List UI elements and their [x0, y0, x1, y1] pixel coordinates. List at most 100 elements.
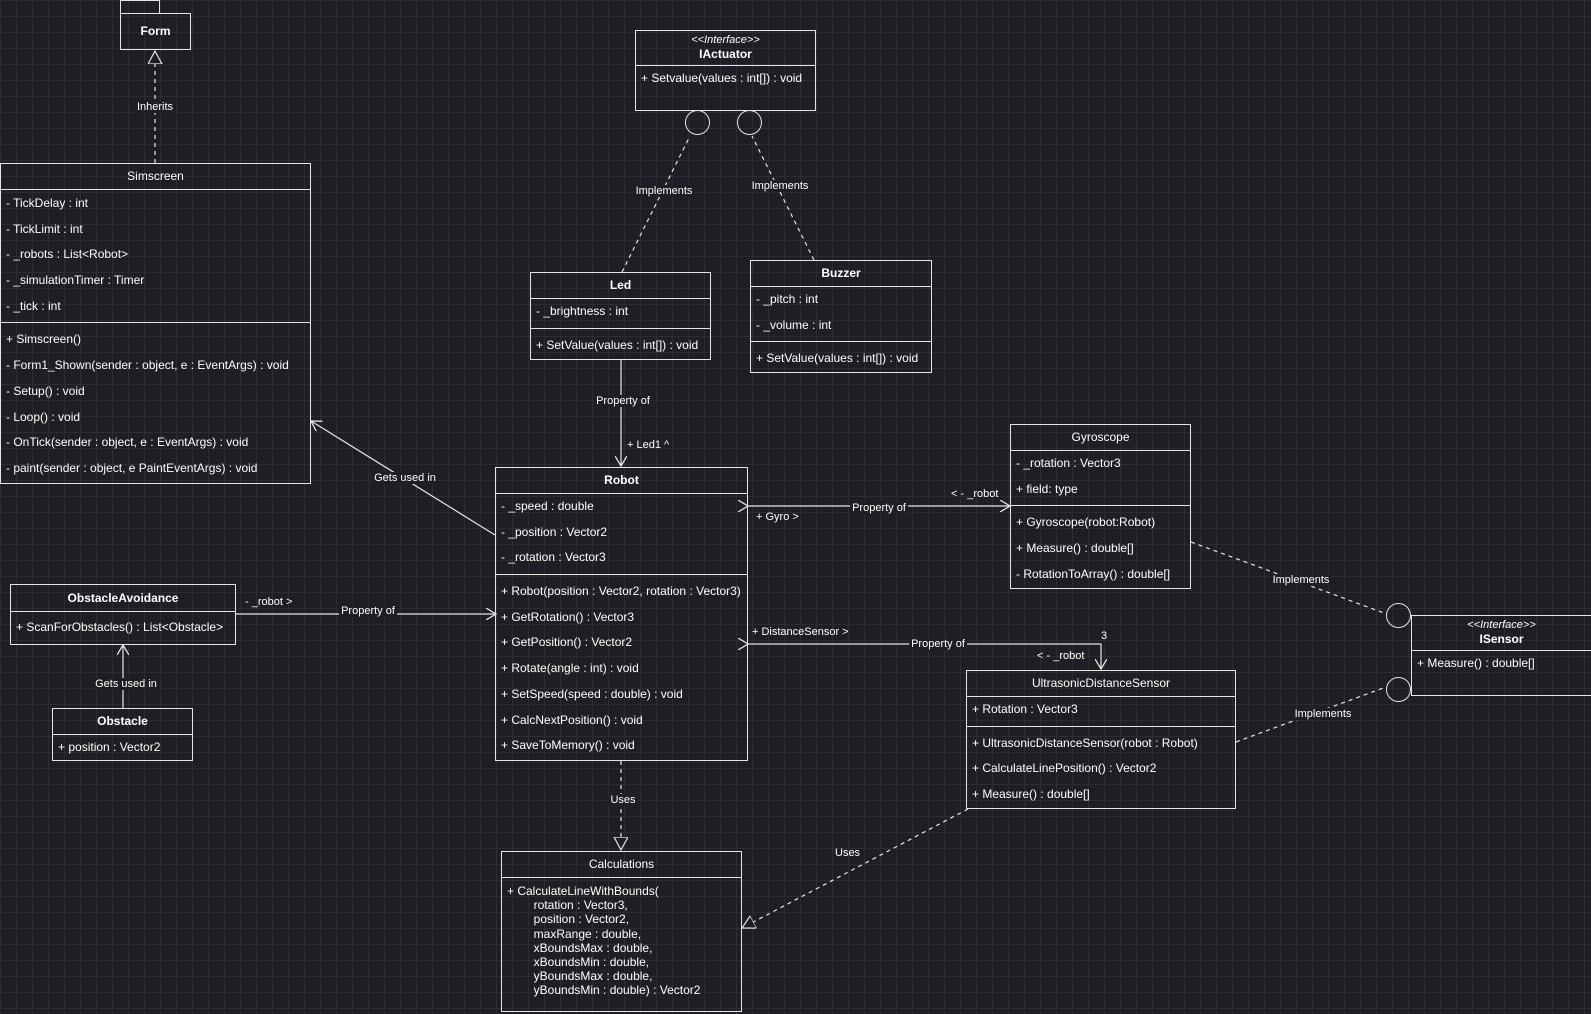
label-gyro-robot-role: < - _robot: [951, 488, 999, 500]
method: + Robot(position : Vector2, rotation : V…: [501, 584, 741, 599]
class-name: Calculations: [502, 852, 741, 878]
method: + SetValue(values : int[]) : void: [536, 337, 699, 352]
class-name: Robot: [496, 468, 747, 494]
field: - _simulationTimer : Timer: [6, 273, 145, 288]
method: + Simscreen(): [6, 332, 82, 347]
label-implements-buzzer: Implements: [749, 180, 811, 192]
method: - Setup() : void: [6, 383, 85, 398]
field: - _position : Vector2: [501, 524, 608, 539]
class-robot[interactable]: Robot - _speed : double - _position : Ve…: [495, 467, 748, 761]
field: - _volume : int: [756, 317, 832, 332]
class-name: Form: [140, 24, 171, 38]
class-name: Led: [531, 273, 710, 299]
method: + Gyroscope(robot:Robot): [1016, 515, 1156, 530]
interface-iactuator[interactable]: <<Interface>> IActuator + Setvalue(value…: [635, 30, 816, 111]
fields-section: - _rotation : Vector3 + field: type: [1011, 451, 1190, 505]
methods-section: + SetValue(values : int[]) : void: [531, 327, 710, 359]
method: + GetPosition() : Vector2: [501, 635, 633, 650]
label-implements-gyro: Implements: [1270, 574, 1332, 586]
class-name: UltrasonicDistanceSensor: [967, 671, 1235, 697]
field: - _tick : int: [6, 298, 61, 313]
methods-section: + Simscreen() - Form1_Shown(sender : obj…: [1, 322, 310, 481]
methods-section: + Robot(position : Vector2, rotation : V…: [496, 574, 747, 759]
label-led-role: + Led1 ^: [627, 439, 670, 451]
class-obstacle-avoidance[interactable]: ObstacleAvoidance + ScanForObstacles() :…: [10, 584, 236, 645]
label-distance-role: + DistanceSensor >: [752, 626, 849, 638]
methods-section: + UltrasonicDistanceSensor(robot : Robot…: [967, 725, 1235, 808]
method: + CalculateLineWithBounds( rotation : Ve…: [507, 884, 701, 998]
class-gyroscope[interactable]: Gyroscope - _rotation : Vector3 + field:…: [1010, 424, 1191, 589]
label-property-of-distance: Property of: [909, 638, 967, 650]
method: + Measure() : double[]: [972, 787, 1090, 802]
field: + Rotation : Vector3: [972, 702, 1078, 716]
method: + Measure() : double[]: [1016, 541, 1134, 556]
field: + field: type: [1016, 481, 1078, 496]
edge-ultrasonic-implements: [1235, 686, 1387, 743]
fields-section: + position : Vector2: [53, 735, 192, 761]
iactuator-port-left: [685, 110, 710, 135]
field: + position : Vector2: [58, 740, 161, 754]
methods-section: + SetValue(values : int[]) : void: [751, 341, 931, 372]
label-distance-robot-role: < - _robot: [1037, 650, 1085, 662]
class-name: Gyroscope: [1011, 425, 1190, 451]
iactuator-port-right: [737, 110, 762, 135]
fields-section: + Rotation : Vector3: [967, 697, 1235, 726]
method: - RotationToArray() : double[]: [1016, 566, 1171, 581]
edge-ultrasonic-calculations: [742, 808, 969, 928]
fields-section: - _speed : double - _position : Vector2 …: [496, 494, 747, 574]
methods-section: + Measure() : double[]: [1412, 651, 1591, 677]
class-led[interactable]: Led - _brightness : int + SetValue(value…: [530, 272, 711, 360]
field: - _rotation : Vector3: [1016, 456, 1121, 470]
label-property-of-led: Property of: [594, 395, 652, 407]
method: - Form1_Shown(sender : object, e : Event…: [6, 358, 289, 373]
fields-section: - _pitch : int - _volume : int: [751, 287, 931, 341]
label-property-of-oa: Property of: [339, 605, 397, 617]
label-gets-used-in-obstacle: Gets used in: [93, 678, 159, 690]
label-gets-used-in-simscreen: Gets used in: [372, 472, 438, 484]
method: + CalculateLinePosition() : Vector2: [972, 761, 1157, 776]
label-property-of-gyro: Property of: [850, 502, 908, 514]
class-obstacle[interactable]: Obstacle + position : Vector2: [52, 708, 193, 761]
fields-section: - TickDelay : int - TickLimit : int - _r…: [1, 190, 310, 322]
field: - _speed : double: [501, 499, 594, 513]
label-distance-multiplicity: 3: [1101, 630, 1108, 642]
method: - Loop() : void: [6, 409, 81, 424]
field: - TickLimit : int: [6, 221, 83, 236]
stereotype: <<Interface>>: [691, 34, 760, 46]
class-name: ObstacleAvoidance: [11, 585, 235, 612]
label-uses-robot: Uses: [608, 794, 638, 806]
class-form[interactable]: Form: [120, 13, 191, 50]
label-implements-ultrasonic: Implements: [1292, 708, 1354, 720]
class-header: <<Interface>> IActuator: [636, 31, 815, 66]
label-inherits: Inherits: [134, 101, 176, 113]
method: + ScanForObstacles() : List<Obstacle>: [16, 620, 224, 634]
method: + CalcNextPosition() : void: [501, 712, 643, 727]
field: - _rotation : Vector3: [501, 550, 606, 565]
method: + Setvalue(values : int[]) : void: [641, 71, 803, 85]
class-name: Buzzer: [751, 261, 931, 287]
class-ultrasonic-distance-sensor[interactable]: UltrasonicDistanceSensor + Rotation : Ve…: [966, 670, 1236, 809]
stereotype: <<Interface>>: [1467, 619, 1536, 631]
method: + SaveToMemory() : void: [501, 738, 635, 753]
class-header: <<Interface>> ISensor: [1412, 616, 1591, 651]
methods-section: + Gyroscope(robot:Robot) + Measure() : d…: [1011, 505, 1190, 587]
field: - _pitch : int: [756, 292, 819, 306]
class-simscreen[interactable]: Simscreen - TickDelay : int - TickLimit …: [0, 163, 311, 484]
edge-robot-ultrasonic: [748, 644, 1101, 669]
methods-section: + CalculateLineWithBounds( rotation : Ve…: [502, 878, 741, 998]
class-buzzer[interactable]: Buzzer - _pitch : int - _volume : int + …: [750, 260, 932, 373]
label-gyro-role: + Gyro >: [756, 511, 799, 523]
label-oa-robot-role: - _robot >: [245, 596, 293, 608]
method: + Measure() : double[]: [1417, 656, 1535, 670]
class-name: Obstacle: [53, 709, 192, 735]
method: + SetSpeed(speed : double) : void: [501, 686, 683, 701]
interface-isensor[interactable]: <<Interface>> ISensor + Measure() : doub…: [1411, 615, 1591, 696]
field: - TickDelay : int: [6, 196, 89, 210]
field: - _robots : List<Robot>: [6, 247, 129, 262]
methods-section: + ScanForObstacles() : List<Obstacle>: [11, 612, 235, 641]
class-name: ISensor: [1479, 632, 1524, 646]
class-calculations[interactable]: Calculations + CalculateLineWithBounds( …: [501, 851, 742, 1012]
edge-buzzer-implements: [751, 135, 815, 261]
class-name: IActuator: [699, 47, 752, 61]
